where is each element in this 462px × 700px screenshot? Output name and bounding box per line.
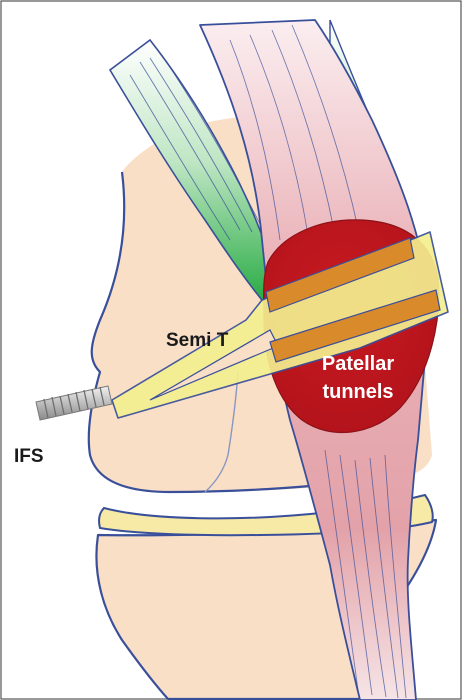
label-patellar: Patellar — [322, 353, 394, 375]
label-ifs: IFS — [14, 446, 44, 467]
label-tunnels: tunnels — [322, 381, 393, 403]
label-semi-t: Semi T — [166, 330, 229, 351]
